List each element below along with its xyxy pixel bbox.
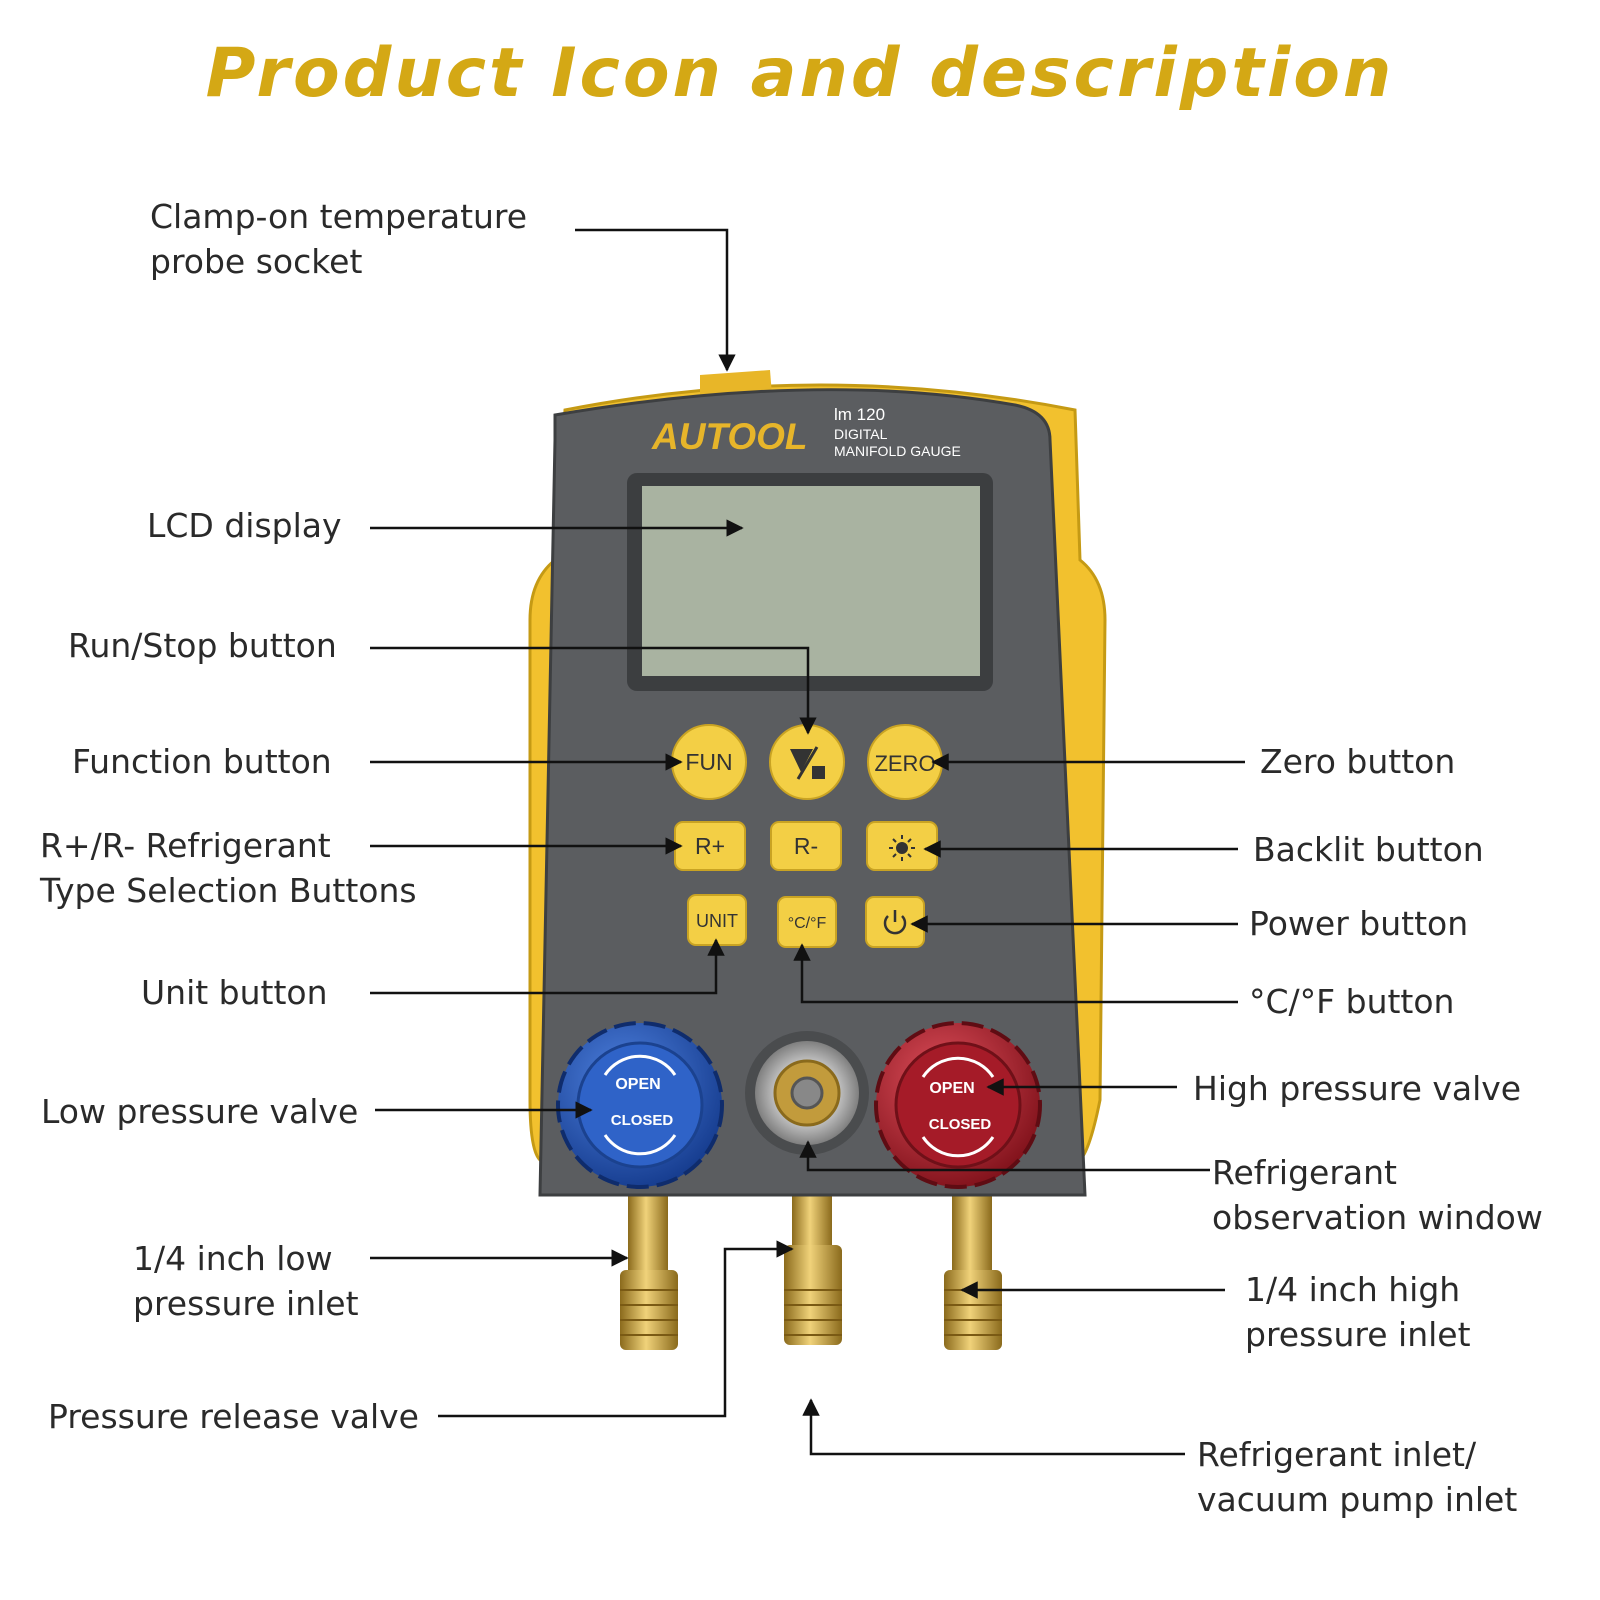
label-high-valve: High pressure valve <box>1193 1069 1522 1108</box>
zero-button-label: ZERO <box>874 751 935 776</box>
leader-cf <box>793 943 1238 1004</box>
leader-run-stop <box>370 646 817 735</box>
rotate-arrow-icon <box>921 1136 995 1158</box>
high-valve-open-label: OPEN <box>929 1080 974 1097</box>
label-high-inlet-line1: 1/4 inch high <box>1245 1270 1461 1309</box>
label-refrigerant-inlet: Refrigerant inlet/ vacuum pump inlet <box>1197 1432 1517 1522</box>
label-vacuum-line2: vacuum pump inlet <box>1197 1480 1518 1519</box>
rotate-arrow-icon <box>603 1054 677 1076</box>
label-low-inlet: 1/4 inch low pressure inlet <box>133 1236 359 1326</box>
label-clamp-line2: probe socket <box>150 242 363 281</box>
power-button[interactable] <box>865 896 925 948</box>
lcd-display <box>642 486 980 676</box>
r-plus-label: R+ <box>695 833 725 859</box>
model-line-1: DIGITAL <box>834 426 888 442</box>
label-high-inlet: 1/4 inch high pressure inlet <box>1245 1267 1471 1357</box>
refrigerant-inlet-fitting <box>784 1195 842 1345</box>
label-vacuum-line1: Refrigerant inlet/ <box>1197 1435 1477 1474</box>
low-pressure-valve[interactable]: OPEN CLOSED <box>556 1021 724 1189</box>
r-minus-button[interactable]: R- <box>770 821 842 871</box>
label-release-valve: Pressure release valve <box>48 1397 419 1436</box>
model-line-2: MANIFOLD GAUGE <box>834 443 961 459</box>
label-observation-window: Refrigerant observation window <box>1212 1150 1543 1240</box>
run-stop-icon <box>790 749 813 772</box>
label-low-valve: Low pressure valve <box>41 1092 359 1131</box>
backlit-button[interactable] <box>866 821 938 871</box>
low-valve-closed-label: CLOSED <box>611 1112 674 1129</box>
label-window-line2: observation window <box>1212 1198 1543 1237</box>
label-refrigerant-line2: Type Selection Buttons <box>40 871 417 910</box>
label-unit: Unit button <box>141 973 328 1012</box>
label-refrigerant-line1: R+/R- Refrigerant <box>40 826 331 865</box>
power-icon <box>883 910 907 935</box>
label-low-inlet-line1: 1/4 inch low <box>133 1239 333 1278</box>
label-lcd: LCD display <box>147 506 342 545</box>
fun-button[interactable]: FUN <box>671 724 747 800</box>
page-title: Product Icon and description <box>205 34 1395 113</box>
label-zero: Zero button <box>1260 742 1456 781</box>
run-stop-button[interactable] <box>769 724 845 800</box>
unit-button-label: UNIT <box>696 911 738 931</box>
rotate-arrow-icon <box>603 1134 677 1156</box>
label-power: Power button <box>1249 904 1469 943</box>
label-refrigerant-type: R+/R- Refrigerant Type Selection Buttons <box>40 823 417 913</box>
r-minus-label: R- <box>794 833 818 859</box>
unit-button[interactable]: UNIT <box>687 894 747 946</box>
r-plus-button[interactable]: R+ <box>674 821 746 871</box>
high-pressure-valve[interactable]: OPEN CLOSED <box>874 1021 1042 1189</box>
label-clamp-socket: Clamp-on temperature probe socket <box>150 194 527 284</box>
high-pressure-inlet-fitting <box>944 1195 1002 1350</box>
label-clamp-line1: Clamp-on temperature <box>150 197 528 236</box>
label-low-inlet-line2: pressure inlet <box>133 1284 359 1323</box>
label-high-inlet-line2: pressure inlet <box>1245 1315 1471 1354</box>
label-function: Function button <box>72 742 332 781</box>
model-name: lm 120 <box>834 405 885 424</box>
sun-icon <box>889 835 915 861</box>
cf-button-label: °C/°F <box>788 915 827 932</box>
low-valve-open-label: OPEN <box>615 1076 660 1093</box>
rotate-arrow-icon <box>921 1056 995 1078</box>
label-window-line1: Refrigerant <box>1212 1153 1397 1192</box>
leader-unit <box>370 938 725 995</box>
leader-observation-window <box>799 1140 1210 1172</box>
label-backlit: Backlit button <box>1253 830 1484 869</box>
high-valve-closed-label: CLOSED <box>929 1116 992 1133</box>
leader-refrigerant-inlet <box>802 1398 1185 1456</box>
label-cf: °C/°F button <box>1249 982 1455 1021</box>
leader-clamp-socket <box>575 228 736 372</box>
label-run-stop: Run/Stop button <box>68 626 337 665</box>
celsius-fahrenheit-button[interactable]: °C/°F <box>777 896 837 948</box>
low-pressure-inlet-fitting <box>620 1195 678 1350</box>
leader-release-valve <box>438 1240 794 1418</box>
fun-button-label: FUN <box>685 749 732 775</box>
zero-button[interactable]: ZERO <box>867 724 943 800</box>
brand-logo: AUTOOL <box>651 416 808 457</box>
refrigerant-observation-window <box>745 1031 869 1155</box>
